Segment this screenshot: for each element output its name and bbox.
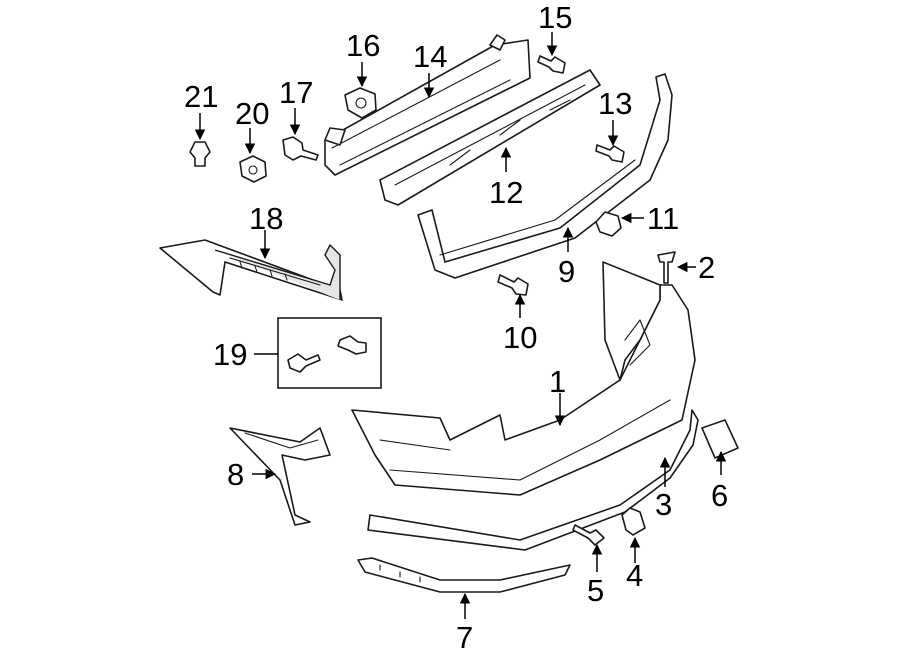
callout-8: 8: [227, 457, 277, 492]
callout-20: 20: [235, 96, 269, 155]
callout-17: 17: [279, 75, 313, 136]
bumper-cover-part: [351, 261, 696, 496]
callout-19: 19: [213, 337, 278, 372]
energy-absorber-part: [379, 69, 601, 206]
callout-label: 9: [558, 254, 575, 289]
callout-9: 9: [558, 226, 575, 289]
callout-21: 21: [184, 79, 218, 141]
bolt-10-part: [497, 274, 529, 296]
callout-7: 7: [456, 592, 473, 655]
callout-4: 4: [626, 536, 643, 593]
callout-13: 13: [598, 86, 632, 147]
lower-molding-part: [357, 557, 571, 593]
screw-5-part: [572, 524, 605, 546]
callout-label: 1: [549, 364, 566, 399]
impact-bar-part: [324, 34, 531, 176]
tow-hook-cap-part: [701, 419, 739, 459]
callout-label: 6: [711, 478, 728, 513]
callout-label: 5: [587, 573, 604, 608]
callout-16: 16: [346, 28, 380, 88]
clip-2-part: [657, 251, 676, 284]
callout-label: 15: [538, 0, 572, 35]
callout-18: 18: [249, 201, 283, 260]
callout-15: 15: [538, 0, 572, 57]
clip-4-part: [621, 507, 646, 536]
callout-3: 3: [655, 456, 672, 522]
callout-label: 21: [184, 79, 218, 114]
callout-label: 4: [626, 558, 643, 593]
bolt-kit-box: [277, 317, 382, 389]
callout-label: 12: [489, 175, 523, 210]
callout-label: 7: [456, 620, 473, 655]
nut-20-part: [239, 155, 267, 183]
callout-11: 11: [620, 201, 679, 236]
bolt-17-part: [282, 136, 319, 161]
callout-label: 2: [698, 250, 715, 285]
bolt-15-part: [537, 55, 566, 74]
callout-label: 10: [503, 320, 537, 355]
callout-label: 16: [346, 28, 380, 63]
callout-label: 19: [213, 337, 247, 372]
callout-1: 1: [549, 364, 566, 427]
callout-label: 14: [413, 39, 447, 74]
lower-cover-part: [367, 409, 699, 551]
callout-12: 12: [489, 146, 523, 210]
callout-label: 13: [598, 86, 632, 121]
callout-2: 2: [676, 250, 715, 285]
side-bracket-upper-part: [159, 239, 343, 301]
callout-label: 20: [235, 96, 269, 131]
callout-14: 14: [413, 39, 447, 99]
lower-support-part: [417, 73, 673, 279]
callout-label: 17: [279, 75, 313, 110]
callout-label: 11: [647, 201, 679, 236]
side-bracket-lower-part: [229, 427, 331, 526]
bolt-13-part: [595, 144, 625, 163]
callout-6: 6: [711, 450, 728, 513]
clip-21-part: [189, 141, 211, 167]
nut-16-part: [344, 87, 377, 119]
callout-label: 8: [227, 457, 244, 492]
callout-label: 18: [249, 201, 283, 236]
nut-11-part: [595, 211, 622, 237]
callout-5: 5: [587, 543, 604, 608]
callout-label: 3: [655, 487, 672, 522]
callout-10: 10: [503, 293, 537, 355]
